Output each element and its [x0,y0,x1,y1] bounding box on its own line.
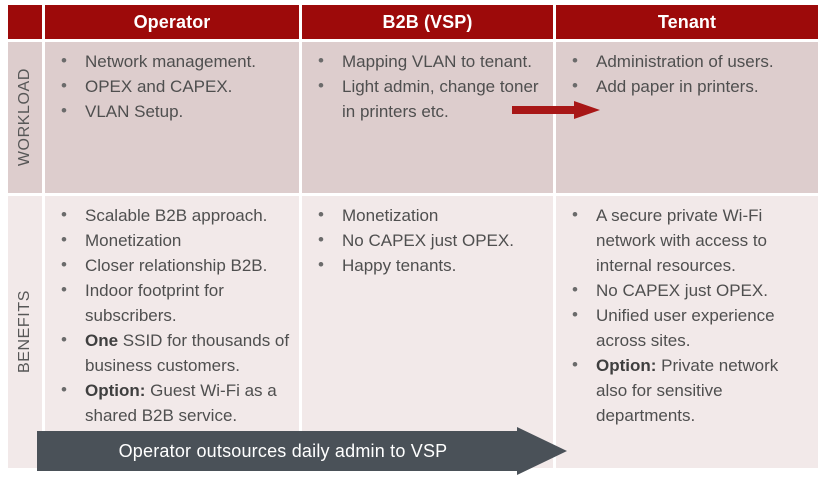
list-item: Mapping VLAN to tenant. [310,48,545,74]
cell-benefits-operator: Scalable B2B approach. Monetization Clos… [45,196,299,468]
cell-workload-b2b: Mapping VLAN to tenant. Light admin, cha… [302,42,553,193]
row-label-benefits-text: BENEFITS [16,290,33,374]
list-item-text: Network management. [85,52,257,71]
matrix-header-row: Operator B2B (VSP) Tenant [8,5,818,39]
list-item: Unified user experience across sites. [564,302,810,353]
list-item-text: Indoor footprint for subscribers. [85,281,224,325]
list-item-text: Closer relationship B2B. [85,256,268,275]
list-item: Happy tenants. [310,252,545,278]
cell-benefits-b2b: Monetization No CAPEX just OPEX. Happy t… [302,196,553,468]
cell-workload-operator: Network management. OPEX and CAPEX. VLAN… [45,42,299,193]
list-item-text: Administration of users. [596,52,774,71]
header-corner-cell [8,5,42,39]
responsibility-matrix: Operator B2B (VSP) Tenant WORKLOAD Netwo… [8,5,818,468]
list-item: Monetization [310,202,545,228]
column-header-tenant: Tenant [556,5,818,39]
list-item-text: A secure private Wi-Fi network with acce… [596,206,768,275]
list-item-text: Monetization [85,231,182,250]
list-item-text: No CAPEX just OPEX. [342,231,514,250]
row-label-workload-text: WORKLOAD [16,68,33,167]
list-item: OPEX and CAPEX. [53,73,291,99]
list-item-text: Monetization [342,206,439,225]
row-label-workload: WORKLOAD [8,42,42,193]
list-item-text: Mapping VLAN to tenant. [342,52,532,71]
row-label-benefits: BENEFITS [8,196,42,468]
list-item: Monetization [53,227,291,253]
list-item: Option: Private network also for sensiti… [564,352,810,428]
list-item-text: No CAPEX just OPEX. [596,281,768,300]
list-item-text: Unified user experience across sites. [596,306,775,350]
banner-arrow-icon [37,427,567,475]
list-item: Network management. [53,48,291,74]
bullet-list-benefits-b2b: Monetization No CAPEX just OPEX. Happy t… [310,202,545,278]
list-item-text: OPEX and CAPEX. [85,77,233,96]
list-item-text: Private network also for sensitive depar… [596,356,779,425]
list-item-emphasis: Option: [596,356,657,375]
list-item: Scalable B2B approach. [53,202,291,228]
list-item: Closer relationship B2B. [53,252,291,278]
list-item: Administration of users. [564,48,810,74]
column-header-operator: Operator [45,5,299,39]
list-item-text: Guest Wi-Fi as a shared B2B service. [85,381,277,425]
list-item: No CAPEX just OPEX. [564,277,810,303]
list-item-text: Add paper in printers. [596,77,759,96]
bullet-list-workload-b2b: Mapping VLAN to tenant. Light admin, cha… [310,48,545,124]
list-item: Add paper in printers. [564,73,810,99]
row-benefits: BENEFITS Scalable B2B approach. Monetiza… [8,196,818,468]
bullet-list-workload-operator: Network management. OPEX and CAPEX. VLAN… [53,48,291,124]
list-item-text: Scalable B2B approach. [85,206,268,225]
list-item-emphasis: One [85,331,119,350]
list-item: Option: Guest Wi-Fi as a shared B2B serv… [53,377,291,428]
list-item: One SSID for thousands of business custo… [53,327,291,378]
list-item-text: SSID for thousands of business customers… [85,331,290,375]
bullet-list-benefits-operator: Scalable B2B approach. Monetization Clos… [53,202,291,428]
bullet-list-workload-tenant: Administration of users. Add paper in pr… [564,48,810,99]
cell-benefits-tenant: A secure private Wi-Fi network with acce… [556,196,818,468]
list-item-text: VLAN Setup. [85,102,184,121]
list-item-text: Happy tenants. [342,256,457,275]
list-item: A secure private Wi-Fi network with acce… [564,202,810,278]
row-workload: WORKLOAD Network management. OPEX and CA… [8,42,818,193]
list-item: Indoor footprint for subscribers. [53,277,291,328]
list-item-text: Light admin, change toner in printers et… [342,77,539,121]
list-item: VLAN Setup. [53,98,291,124]
outsourcing-banner-arrow: Operator outsources daily admin to VSP [37,427,567,475]
list-item: Light admin, change toner in printers et… [310,73,545,124]
list-item: No CAPEX just OPEX. [310,227,545,253]
column-header-b2b: B2B (VSP) [302,5,553,39]
list-item-emphasis: Option: [85,381,146,400]
cell-workload-tenant: Administration of users. Add paper in pr… [556,42,818,193]
bullet-list-benefits-tenant: A secure private Wi-Fi network with acce… [564,202,810,428]
